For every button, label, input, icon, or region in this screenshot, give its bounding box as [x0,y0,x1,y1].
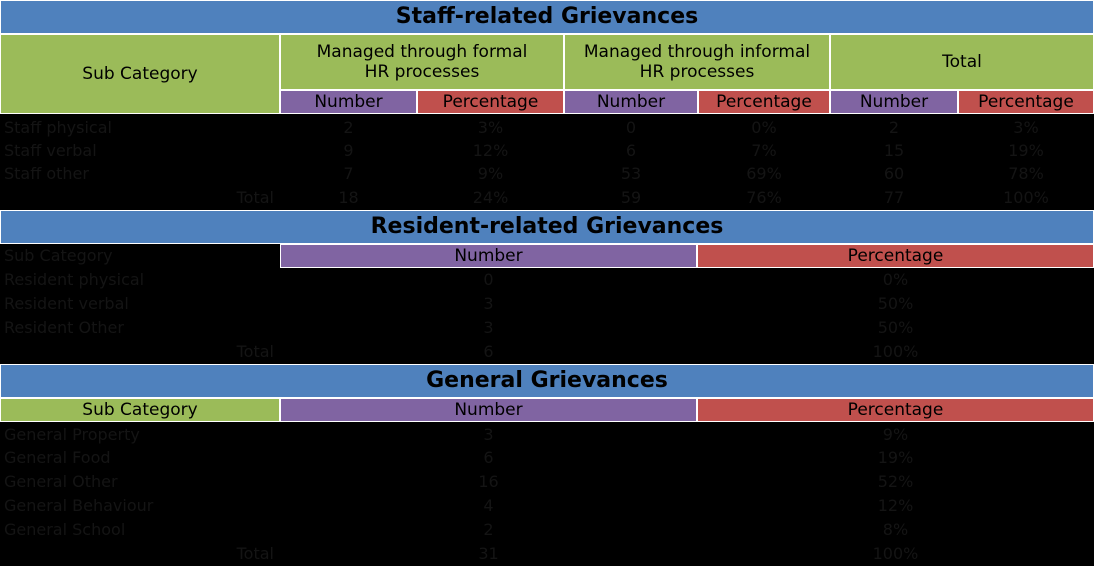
resident-sub-category-header: Sub Category [4,246,113,266]
staff-row-label: Staff verbal [4,141,97,161]
staff-informal-number-header: Number [564,90,698,114]
staff-total-number-header: Number [830,90,958,114]
staff-row-formal-percentage: 12% [472,141,509,161]
staff-row-total-percentage: 78% [1008,164,1044,184]
resident-row-percentage: 50% [877,318,914,338]
general-section-title: General Grievances [0,364,1094,398]
staff-informal-percentage-header: Percentage [698,90,830,114]
staff-section-title: Staff-related Grievances [0,0,1094,34]
staff-formal-number-header: Number [280,90,417,114]
staff-row-label: Staff physical [4,118,112,138]
general-row-percentage: 12% [877,496,914,516]
resident-row-label: Resident Other [4,318,124,338]
general-sub-category-header: Sub Category [0,398,280,422]
general-row-number: 4 [483,496,494,516]
staff-row-informal-number: 53 [620,164,642,184]
resident-row-label: Resident physical [4,270,145,290]
resident-row-percentage: 0% [882,270,909,290]
general-row-percentage: 9% [882,425,909,445]
general-percentage-header: Percentage [697,398,1094,422]
general-total-number: 31 [478,544,499,564]
staff-total-informal-percentage: 76% [746,188,782,208]
resident-section-title: Resident-related Grievances [0,210,1094,244]
staff-row-total-percentage: 3% [1013,118,1039,138]
staff-row-formal-percentage: 3% [477,118,504,138]
staff-total-total-number: 77 [883,188,905,208]
staff-total-label: Total [236,188,274,208]
staff-row-total-number: 15 [883,141,905,161]
staff-row-total-number: 2 [888,118,900,138]
staff-total-percentage-header: Percentage [958,90,1094,114]
general-row-label: General Property [4,425,140,445]
resident-row-number: 3 [483,294,494,314]
resident-row-number: 0 [483,270,494,290]
resident-percentage-header: Percentage [697,244,1094,268]
resident-total-label: Total [236,342,274,362]
staff-total-informal-number: 59 [620,188,642,208]
resident-row-percentage: 50% [877,294,914,314]
resident-number-header: Number [280,244,697,268]
staff-row-label: Staff other [4,164,89,184]
staff-formal-header: Managed through formal HR processes [280,34,564,90]
general-row-number: 6 [483,448,494,468]
general-number-header: Number [280,398,697,422]
general-row-label: General Food [4,448,111,468]
staff-total-total-percentage: 100% [1003,188,1049,208]
staff-formal-percentage-header: Percentage [417,90,564,114]
staff-informal-header: Managed through informal HR processes [564,34,830,90]
staff-row-formal-number: 2 [343,118,354,138]
staff-row-informal-percentage: 0% [751,118,777,138]
staff-row-total-percentage: 19% [1008,141,1044,161]
general-row-percentage: 52% [877,472,914,492]
staff-row-informal-number: 0 [625,118,637,138]
staff-total-header: Total [830,34,1094,90]
general-row-label: General Other [4,472,118,492]
staff-total-formal-percentage: 24% [472,188,509,208]
staff-sub-category-header: Sub Category [0,34,280,114]
resident-total-percentage: 100% [872,342,919,362]
resident-total-number: 6 [483,342,494,362]
general-row-number: 2 [483,520,494,540]
staff-row-informal-percentage: 7% [751,141,777,161]
staff-row-informal-percentage: 69% [746,164,782,184]
general-total-label: Total [236,544,274,564]
general-row-percentage: 19% [877,448,914,468]
general-row-number: 3 [483,425,494,445]
staff-row-formal-number: 9 [343,141,354,161]
general-row-percentage: 8% [882,520,909,540]
resident-row-number: 3 [483,318,494,338]
general-total-percentage: 100% [872,544,919,564]
general-row-label: General Behaviour [4,496,154,516]
staff-total-formal-number: 18 [338,188,359,208]
general-row-label: General School [4,520,126,540]
staff-row-formal-percentage: 9% [477,164,504,184]
staff-row-formal-number: 7 [343,164,354,184]
resident-row-label: Resident verbal [4,294,129,314]
staff-row-total-number: 60 [883,164,905,184]
general-row-number: 16 [478,472,499,492]
staff-row-informal-number: 6 [625,141,637,161]
